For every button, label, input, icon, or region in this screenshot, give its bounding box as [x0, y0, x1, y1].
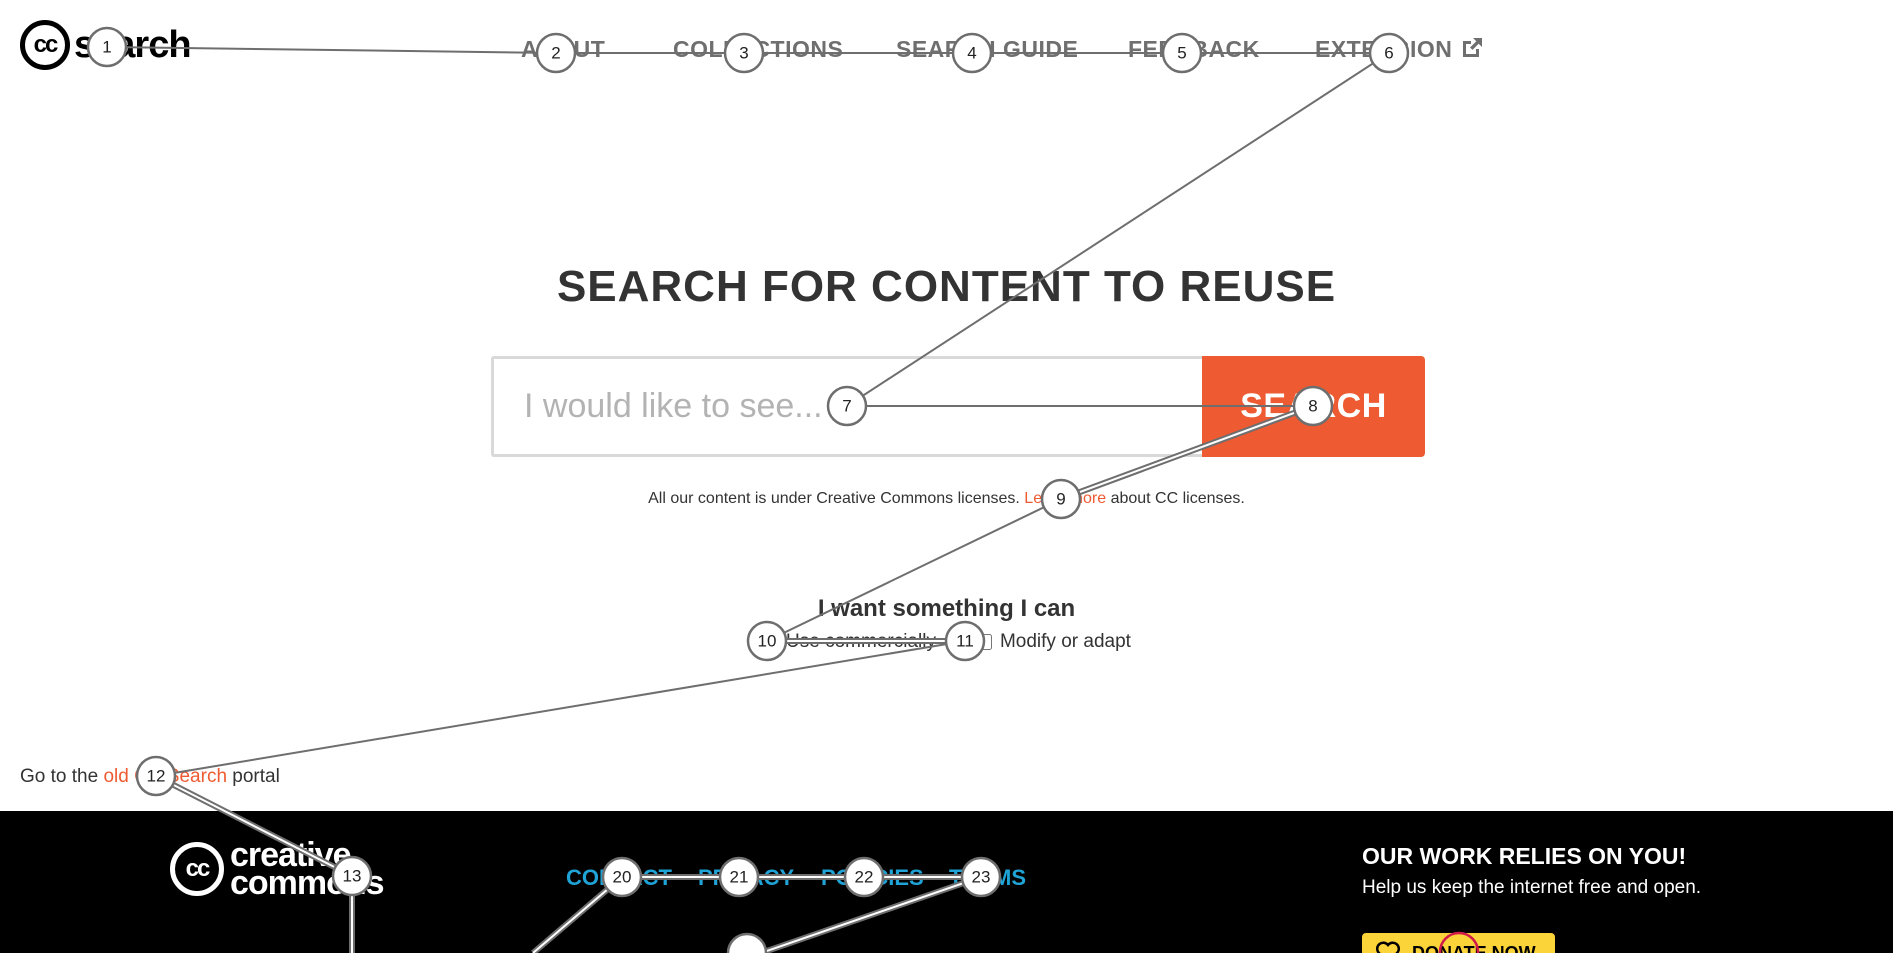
footer-terms-link[interactable]: TERMS: [949, 865, 1026, 890]
donation-heading: OUR WORK RELIES ON YOU!: [1362, 843, 1687, 869]
commercial-checkbox[interactable]: [762, 634, 779, 650]
license-filter-title: I want something I can: [817, 595, 1076, 622]
old-portal-note: Go to the old CC Search portal: [20, 766, 280, 788]
heart-icon: [1376, 941, 1400, 953]
donate-label: DONATE NOW: [1412, 942, 1536, 953]
cc-footer-logo-icon: cc: [170, 842, 224, 896]
modify-checkbox[interactable]: [975, 634, 992, 650]
search-input[interactable]: [494, 359, 1202, 454]
creative-commons-wordmark: creative commons: [230, 838, 385, 902]
nav-extension[interactable]: EXTENSION: [1315, 36, 1484, 63]
commercial-option[interactable]: Use commercially: [762, 631, 936, 653]
search-button[interactable]: SEARCH: [1202, 356, 1425, 457]
nav-collections[interactable]: COLLECTIONS: [673, 36, 844, 62]
footer: cc creative commons CONTACT PRIVACY POLI…: [0, 811, 1893, 953]
nav-extension-label: EXTENSION: [1315, 36, 1453, 62]
wordmark-line-2: commons: [230, 864, 385, 902]
top-nav: ABOUT COLLECTIONS SEARCH GUIDE FEEDBACK …: [0, 36, 1893, 66]
old-portal-prefix: Go to the: [20, 766, 104, 787]
learn-more-link[interactable]: Learn more: [1024, 490, 1107, 507]
old-portal-suffix: portal: [227, 766, 280, 787]
cc-logo-icon: cc: [20, 20, 70, 70]
page-title: SEARCH FOR CONTENT TO REUSE: [556, 262, 1337, 311]
creative-commons-logo[interactable]: cc creative commons: [170, 838, 385, 902]
license-filter-options: Use commercially Modify or adapt: [0, 631, 1893, 653]
external-link-icon: [1463, 38, 1483, 57]
old-cc-search-link[interactable]: old CC Search: [103, 766, 228, 787]
commercial-label: Use commercially: [786, 631, 936, 652]
modify-label: Modify or adapt: [999, 631, 1131, 652]
license-note-prefix: All our content is under Creative Common…: [648, 490, 1025, 507]
nav-about[interactable]: ABOUT: [521, 36, 606, 62]
nav-search-guide[interactable]: SEARCH GUIDE: [896, 36, 1079, 62]
footer-privacy-link[interactable]: PRIVACY: [698, 865, 795, 890]
search-field: [491, 356, 1202, 457]
modify-option[interactable]: Modify or adapt: [975, 631, 1131, 653]
nav-feedback[interactable]: FEEDBACK: [1128, 36, 1260, 62]
donate-button[interactable]: DONATE NOW: [1362, 933, 1555, 953]
footer-policies-link[interactable]: POLICIES: [821, 865, 924, 890]
license-note-suffix: about CC licenses.: [1106, 490, 1245, 507]
license-note: All our content is under Creative Common…: [0, 490, 1893, 508]
donation-subtext: Help us keep the internet free and open.: [1362, 877, 1702, 898]
footer-contact-link[interactable]: CONTACT: [566, 865, 672, 890]
